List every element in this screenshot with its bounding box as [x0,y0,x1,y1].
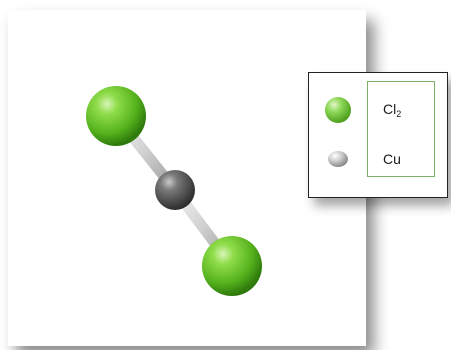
legend-label-cl2: Cl2 [383,101,402,119]
legend: Cl2 Cu [308,72,448,198]
legend-label-box [367,81,435,177]
chlorine-swatch-icon [325,97,351,123]
copper-swatch-icon [328,151,348,167]
legend-item-cl2: Cl2 [309,95,447,125]
chlorine-atom-lower [202,236,262,296]
chlorine-atom-upper [86,86,146,146]
legend-item-cu: Cu [309,145,447,175]
legend-label-cu: Cu [383,151,401,167]
copper-atom [155,170,195,210]
